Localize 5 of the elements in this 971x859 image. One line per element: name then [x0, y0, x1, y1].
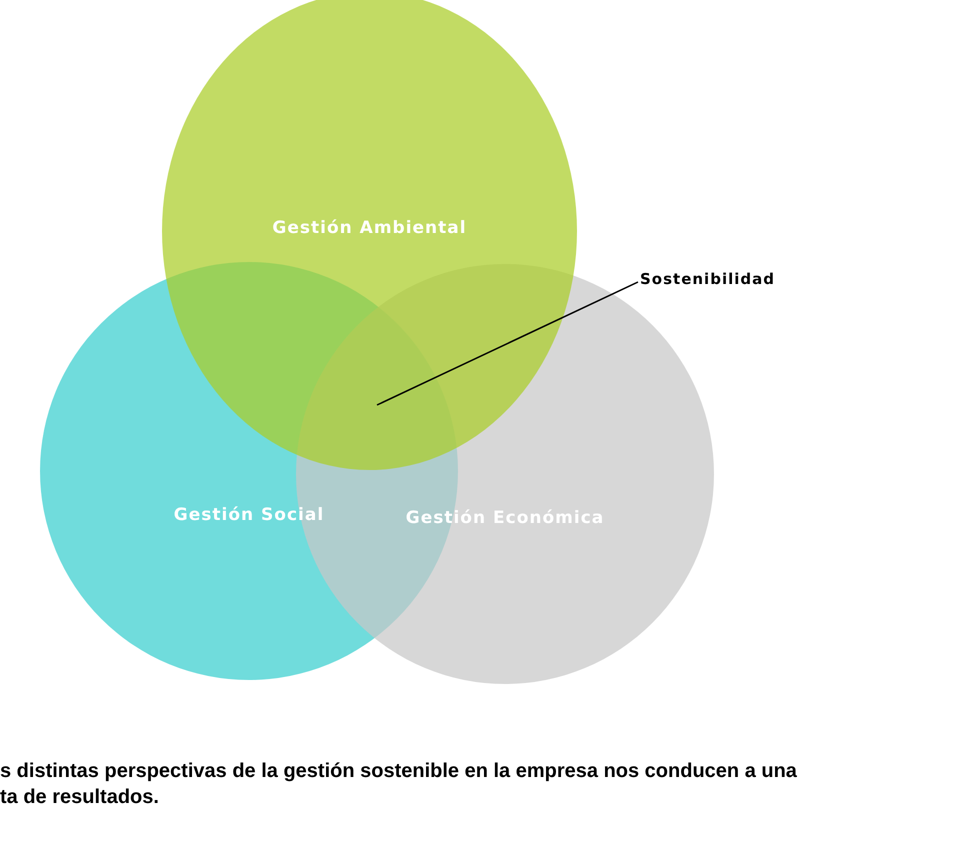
circle-label: Gestión Ambiental: [272, 217, 467, 240]
circle-label: Gestión Social: [174, 504, 324, 528]
callout-label: Sostenibilidad: [640, 269, 775, 290]
leader-line: [376, 281, 638, 406]
caption: s distintas perspectivas de la gestión sostenible en la empresa nos conducen a una ta de resultados.: [0, 759, 798, 810]
